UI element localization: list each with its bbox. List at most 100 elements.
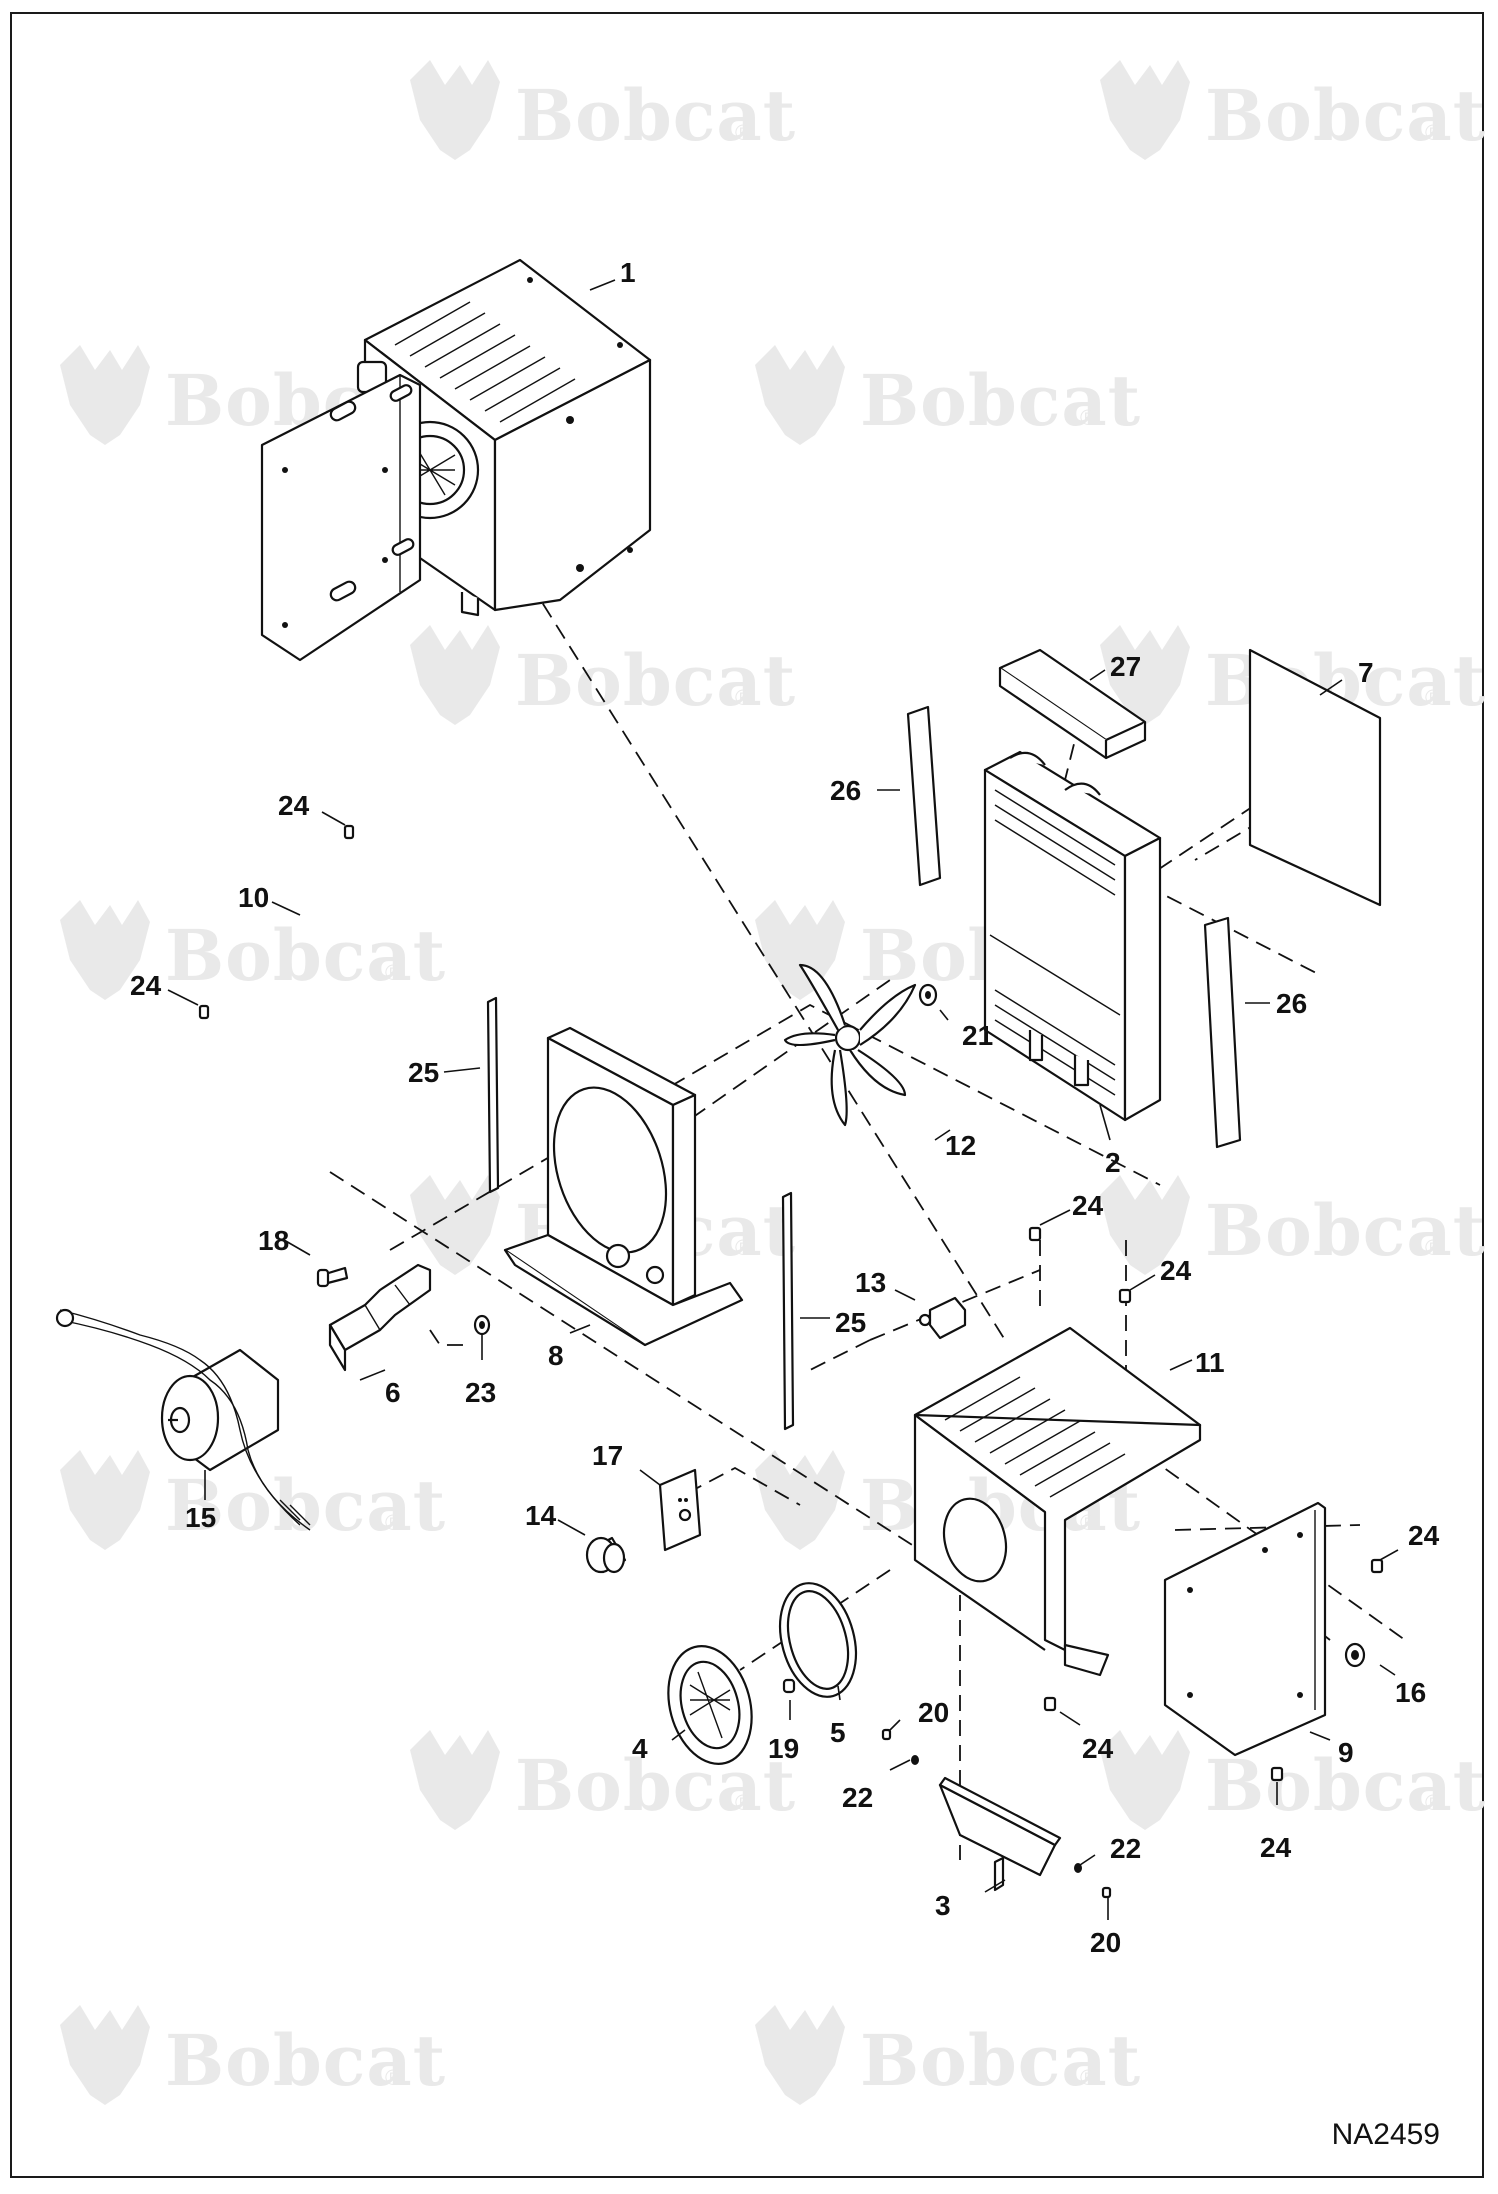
watermark-mark: ® <box>1080 2065 1096 2090</box>
watermark-text: Bobcat <box>515 639 796 722</box>
watermark-text: Bobcat <box>860 359 1141 442</box>
bobcat-logo-mark <box>60 2005 150 2105</box>
callout-7: 7 <box>1358 657 1374 688</box>
callout-22-left: 22 <box>842 1782 873 1813</box>
part-26-foam-strip-left <box>906 705 942 887</box>
bobcat-logo-mark <box>755 900 845 1000</box>
callout-23: 23 <box>465 1377 496 1408</box>
watermark-mark: ® <box>1425 1235 1441 1260</box>
part-27-seal-strip <box>998 648 1147 760</box>
part-17-mounting-plate <box>658 1468 702 1552</box>
callout-24-center-top: 24 <box>1072 1190 1104 1221</box>
callout-11: 11 <box>1195 1347 1225 1378</box>
callout-24-top-left: 24 <box>278 790 310 821</box>
watermark-text: Bobcat <box>165 1464 446 1547</box>
part-25-foam-strip-lower <box>781 1191 795 1431</box>
callout-15: 15 <box>185 1502 216 1533</box>
part-11-lower-housing <box>913 1326 1202 1677</box>
leader-lines <box>167 279 1399 1920</box>
callout-20-lower: 20 <box>1090 1927 1121 1958</box>
watermark-text: Bobcat <box>515 1744 796 1827</box>
callout-12: 12 <box>945 1130 976 1161</box>
part-9-rear-panel <box>1163 1501 1327 1757</box>
part-21-nut <box>918 983 938 1007</box>
watermark-mark: ® <box>735 1790 751 1815</box>
assembly-lines <box>329 391 1406 1860</box>
bobcat-logo-mark <box>410 60 500 160</box>
fastener-screws <box>198 824 1384 1899</box>
bobcat-logo-mark <box>1100 1175 1190 1275</box>
callout-4: 4 <box>632 1733 648 1764</box>
bobcat-logo-mark <box>755 1450 845 1550</box>
callout-25-lower: 25 <box>835 1307 866 1338</box>
bobcat-logo-mark <box>410 1730 500 1830</box>
part-2-heater-core <box>983 750 1162 1122</box>
callout-24-mid-left: 24 <box>130 970 162 1001</box>
part-26-foam-strip-right <box>1203 916 1242 1149</box>
callout-24-bottom-center: 24 <box>1082 1733 1114 1764</box>
watermark-text: Bobcat <box>860 2019 1141 2102</box>
bobcat-logo-mark <box>60 1450 150 1550</box>
part-10-side-panel <box>260 373 422 662</box>
bobcat-logo-mark <box>410 1175 500 1275</box>
callout-3: 3 <box>935 1890 951 1921</box>
callout-13: 13 <box>855 1267 886 1298</box>
bobcat-logo-mark <box>1100 1730 1190 1830</box>
callout-27: 27 <box>1110 651 1141 682</box>
callout-24-bottom-right: 24 <box>1260 1832 1292 1863</box>
watermark-mark: ® <box>385 2065 401 2090</box>
callout-26-left: 26 <box>830 775 861 806</box>
part-18-screw <box>316 1266 349 1288</box>
callout-26-right: 26 <box>1276 988 1307 1019</box>
watermark-text: Bobcat <box>165 914 446 997</box>
bobcat-logo-mark <box>60 345 150 445</box>
bobcat-logo-mark <box>1100 625 1190 725</box>
watermark-layer: Bobcat ® Bobcat ® Bobcat ® Bobcat ® <box>60 60 1486 2105</box>
callout-17: 17 <box>592 1440 623 1471</box>
callout-24-right: 24 <box>1408 1520 1440 1551</box>
callout-16: 16 <box>1395 1677 1426 1708</box>
part-7-cover-plate <box>1248 648 1382 907</box>
watermark-mark: ® <box>1425 685 1441 710</box>
callout-9: 9 <box>1338 1737 1354 1768</box>
part-3-access-door <box>938 1776 1062 1892</box>
callout-1: 1 <box>620 257 636 288</box>
watermark-text: Bobcat <box>1205 1189 1486 1272</box>
callout-14: 14 <box>525 1500 557 1531</box>
part-13-switch <box>918 1296 967 1340</box>
callout-5: 5 <box>830 1717 846 1748</box>
part-23-nut <box>473 1314 491 1336</box>
part-16-grommet <box>1344 1642 1366 1668</box>
callout-22-right: 22 <box>1110 1833 1141 1864</box>
watermark-mark: ® <box>1080 405 1096 430</box>
callout-10: 10 <box>238 882 269 913</box>
watermark-text: Bobcat <box>1205 74 1486 157</box>
watermark-mark: ® <box>735 685 751 710</box>
part-15-blower-motor <box>55 1308 311 1531</box>
watermark-mark: ® <box>735 1235 751 1260</box>
part-6-motor-bracket <box>328 1263 432 1372</box>
callout-labels: 1 2 3 4 5 6 7 8 9 10 11 12 13 14 15 16 1… <box>130 257 1440 1958</box>
callout-21: 21 <box>962 1020 993 1051</box>
part-5-retaining-ring <box>779 1582 857 1698</box>
part-4-vent-grille <box>667 1645 753 1765</box>
watermark-mark: ® <box>1425 1790 1441 1815</box>
watermark-mark: ® <box>1080 1510 1096 1535</box>
bobcat-logo-mark <box>60 900 150 1000</box>
bobcat-logo-mark <box>410 625 500 725</box>
watermark-text: Bobcat <box>165 2019 446 2102</box>
part-8-blower-shroud <box>503 1026 744 1347</box>
drawing-number: NA2459 <box>1331 2118 1440 2151</box>
bobcat-logo-mark <box>755 345 845 445</box>
watermark-mark: ® <box>385 960 401 985</box>
watermark-text: Bobcat <box>1205 1744 1486 1827</box>
callout-19: 19 <box>768 1733 799 1764</box>
callout-6: 6 <box>385 1377 401 1408</box>
callout-20-upper: 20 <box>918 1697 949 1728</box>
callout-18: 18 <box>258 1225 289 1256</box>
callout-2: 2 <box>1105 1147 1121 1178</box>
watermark-mark: ® <box>385 1510 401 1535</box>
part-19-screw <box>782 1678 796 1694</box>
watermark-mark: ® <box>1425 120 1441 145</box>
